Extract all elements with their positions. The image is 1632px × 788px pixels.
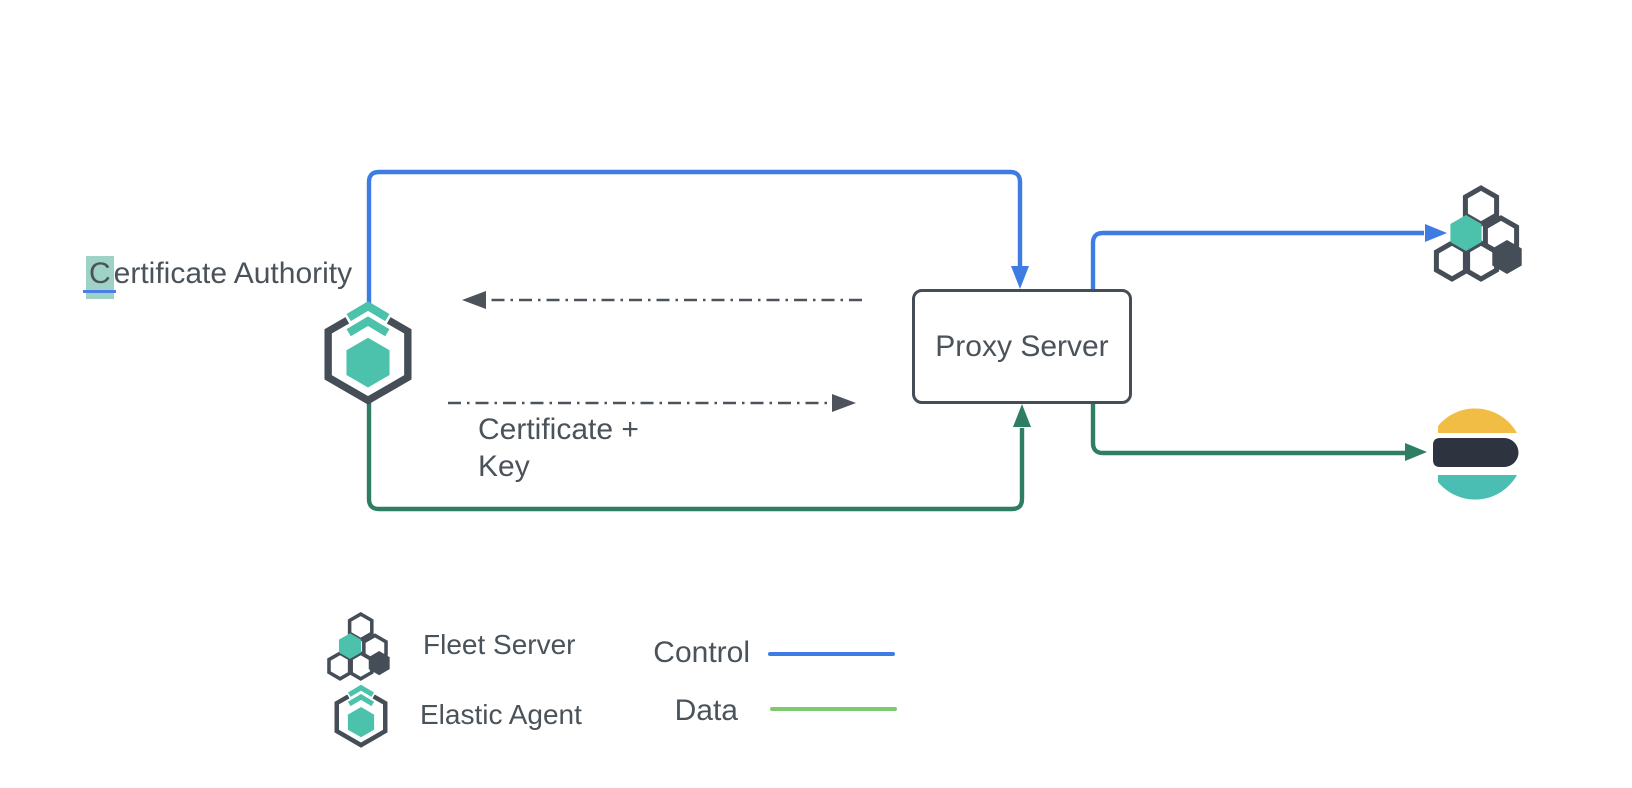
legend-control-label: Control <box>653 636 750 669</box>
arrowhead-right-icon <box>832 394 856 412</box>
fleet-server-icon <box>1433 185 1522 282</box>
arrowhead-down-icon <box>1011 266 1029 289</box>
control-edge-agent-to-proxy <box>366 169 1029 303</box>
data-edge-proxy-to-elasticsearch <box>1090 404 1427 461</box>
legend-fleet-server-label: Fleet Server <box>423 629 576 660</box>
arrowhead-up-icon <box>1013 404 1031 427</box>
certificate-edge-proxy-to-agent <box>462 291 862 309</box>
legend-control-line <box>768 652 895 656</box>
certificate-authority-label: Certificate Authority <box>89 257 353 290</box>
control-edge-proxy-to-fleet-server <box>1090 224 1447 290</box>
arrowhead-right-icon <box>1425 224 1447 242</box>
elastic-agent-legend-icon <box>334 684 388 748</box>
legend-data-label: Data <box>674 694 738 727</box>
elasticsearch-icon <box>1433 408 1519 500</box>
text-cursor-underline <box>83 290 116 293</box>
fleet-dark-hexagon <box>1492 240 1522 274</box>
legend-elastic-agent-label: Elastic Agent <box>420 699 582 730</box>
elasticsearch-top-arc <box>1438 408 1517 433</box>
elastic-agent-icon <box>324 301 412 405</box>
certificate-edge-agent-to-proxy <box>448 394 856 412</box>
agent-chevron-icon <box>346 316 390 337</box>
arrowhead-right-icon <box>1405 443 1427 461</box>
elasticsearch-bottom-arc <box>1438 475 1517 500</box>
arrowhead-left-icon <box>462 291 486 309</box>
agent-inner-hexagon <box>346 337 390 388</box>
fleet-teal-hexagon <box>1450 215 1482 251</box>
legend-data-line <box>770 707 897 711</box>
proxy-server-node: Proxy Server <box>912 289 1132 404</box>
certificate-key-label: Certificate + Key <box>478 413 639 483</box>
elasticsearch-middle-bar <box>1433 438 1519 467</box>
fleet-server-legend-icon <box>327 612 390 681</box>
agent-chevron-icon <box>346 301 390 322</box>
proxy-server-label: Proxy Server <box>935 329 1109 363</box>
data-edge-agent-to-proxy <box>366 402 1031 512</box>
agent-hexagon-outline <box>324 317 412 405</box>
